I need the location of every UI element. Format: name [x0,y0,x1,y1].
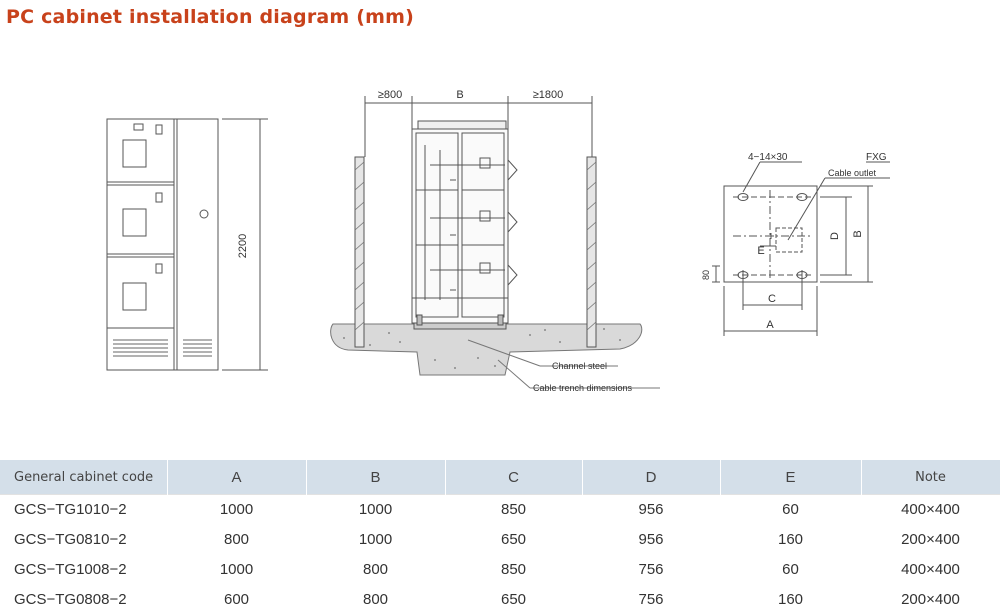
cell-d: 956 [582,494,720,525]
cell-note: 400×400 [861,554,1000,585]
dim-80-label: 80 [701,270,711,280]
cell-b: 1000 [306,524,445,555]
side-view [330,96,660,389]
table-row: GCS−TG1010−2 1000 1000 850 956 60 400×40… [0,494,1000,525]
dim-c-label: C [768,293,776,305]
table-header-row: General cabinet code A B C D E Note [0,460,1000,495]
left-clearance-label: ≥800 [378,89,402,101]
cell-note: 200×400 [861,524,1000,555]
page-title: PC cabinet installation diagram (mm) [6,6,414,28]
cell-d: 756 [582,584,720,615]
dim-b-label: B [852,230,864,237]
header-cabinet-code: General cabinet code [0,460,168,495]
table-row: GCS−TG0808−2 600 800 650 756 160 200×400 [0,584,1000,615]
cell-b: 1000 [306,494,445,525]
cell-b: 800 [306,554,445,585]
header-b: B [306,460,446,495]
channel-steel-label: Channel steel [552,361,607,371]
cell-note: 400×400 [861,494,1000,525]
dim-a-label: A [766,319,774,331]
spec-table: General cabinet code A B C D E Note GCS−… [0,460,1000,615]
dim-d-label: D [829,232,841,240]
cell-c: 850 [445,494,582,525]
cell-c: 650 [445,584,582,615]
cell-b: 800 [306,584,445,615]
height-dimension-label: 2200 [237,234,249,258]
cell-a: 1000 [167,494,306,525]
header-d: D [582,460,721,495]
cell-d: 756 [582,554,720,585]
header-a: A [167,460,307,495]
cell-code: GCS−TG0810−2 [0,524,167,555]
holes-label: 4−14×30 [748,152,788,163]
table-row: GCS−TG0810−2 800 1000 650 956 160 200×40… [0,524,1000,555]
width-b-label: B [456,89,463,101]
cell-c: 850 [445,554,582,585]
cell-a: 1000 [167,554,306,585]
cell-code: GCS−TG0808−2 [0,584,167,615]
installation-diagram: 2200 [106,89,890,393]
cell-c: 650 [445,524,582,555]
cell-e: 160 [720,584,861,615]
cell-a: 800 [167,524,306,555]
cell-d: 956 [582,524,720,555]
dim-e-label: E [757,245,764,257]
table-row: GCS−TG1008−2 1000 800 850 756 60 400×400 [0,554,1000,585]
ground-section [330,323,643,376]
cell-e: 60 [720,494,861,525]
cell-code: GCS−TG1010−2 [0,494,167,525]
cabinet-outline [106,118,219,371]
plan-view [712,161,890,336]
right-clearance-label: ≥1800 [533,89,564,101]
cell-code: GCS−TG1008−2 [0,554,167,585]
cell-e: 60 [720,554,861,585]
cell-a: 600 [167,584,306,615]
cell-e: 160 [720,524,861,555]
front-view [106,118,268,371]
cable-outlet-label: Cable outlet [828,168,877,178]
header-e: E [720,460,862,495]
header-note: Note [861,460,1000,495]
cell-note: 200×400 [861,584,1000,615]
cable-trench-label: Cable trench dimensions [533,383,633,393]
fxg-label: FXG [866,152,887,163]
header-c: C [445,460,583,495]
